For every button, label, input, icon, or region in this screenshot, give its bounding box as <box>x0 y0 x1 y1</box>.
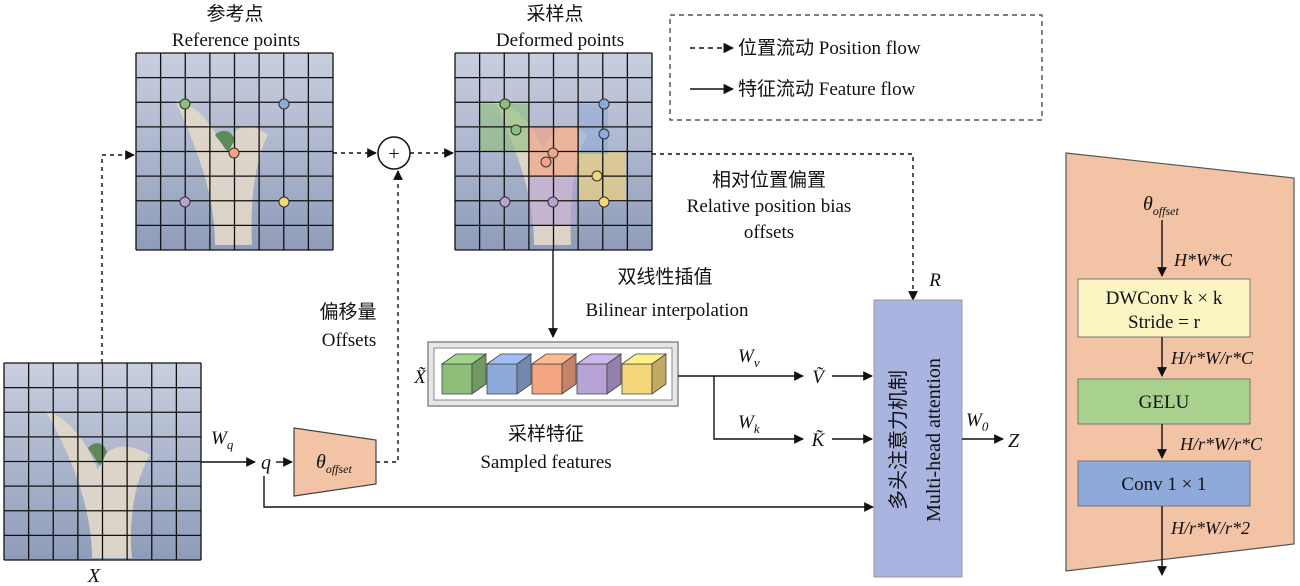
x-to-reference-arrow <box>101 150 135 363</box>
ref-point-green <box>179 98 191 110</box>
dim-2: H/r*W/r*C <box>1170 348 1254 368</box>
deformed-title-en: Deformed points <box>496 30 624 51</box>
legend-box <box>669 14 1043 121</box>
feature-cube-blue-front <box>486 363 518 395</box>
gelu-label: GELU <box>1139 392 1190 413</box>
ktilde-label: K̃ <box>811 430 826 451</box>
wk-label: Wk <box>738 412 760 436</box>
legend-feature-flow: 特征流动 Feature flow <box>738 78 916 100</box>
conv-block <box>1077 460 1251 507</box>
feature-cube-purple-front <box>576 363 608 395</box>
z-label: Z <box>1008 430 1020 452</box>
offset-theta-label: θoffset <box>316 451 352 476</box>
attention-block <box>873 299 963 578</box>
detail-theta-label: θoffset <box>1143 193 1179 218</box>
feature-cube-green-front <box>441 363 473 395</box>
sampled-feature-cubes <box>440 353 668 395</box>
input-x-label: X <box>87 565 101 586</box>
feature-cube-orange-side <box>561 353 577 395</box>
def-point-purple <box>547 196 559 208</box>
bilinear-cn: 双线性插值 <box>617 266 712 288</box>
def-point-blue-ref <box>598 98 610 110</box>
reference-title-cn: 参考点 <box>206 3 263 25</box>
wk-arrow <box>713 376 804 444</box>
deformed-title-cn: 采样点 <box>526 3 583 25</box>
q-to-attention-arrow <box>263 476 874 512</box>
w0-label: W0 <box>966 410 989 434</box>
def-point-orange-ref <box>547 147 559 159</box>
rel-bias-en2: offsets <box>744 222 794 243</box>
xtilde-label: X̃ <box>413 367 427 388</box>
gelu-block <box>1077 378 1251 425</box>
ref-point-orange <box>228 147 240 159</box>
def-point-yellow-ref <box>598 196 610 208</box>
def-point-blue <box>598 128 610 140</box>
offsets-en: Offsets <box>322 330 377 351</box>
dim-4: H/r*W/r*2 <box>1170 518 1250 538</box>
dim-3: H/r*W/r*C <box>1179 434 1263 454</box>
bilinear-en: Bilinear interpolation <box>585 300 749 321</box>
dwconv-block <box>1077 278 1251 338</box>
sampled-en: Sampled features <box>480 452 611 473</box>
ref-point-purple <box>179 196 191 208</box>
vtilde-label: Ṽ <box>812 367 826 388</box>
def-point-green <box>510 124 522 136</box>
sampled-cn: 采样特征 <box>508 423 584 445</box>
legend-position-flow: 位置流动 Position flow <box>738 37 921 59</box>
wv-label: Wv <box>738 346 760 370</box>
sample-region-green <box>480 104 530 152</box>
ref-point-blue <box>278 98 290 110</box>
wq-label: Wq <box>211 428 234 452</box>
offsets-cn: 偏移量 <box>319 301 376 323</box>
rel-bias-cn: 相对位置偏置 <box>712 169 826 191</box>
feature-cube-green-side <box>471 353 487 395</box>
def-point-purple-ref <box>499 196 511 208</box>
dim-1: H*W*C <box>1173 250 1233 270</box>
feature-cube-purple-side <box>606 353 622 395</box>
reference-image <box>135 52 334 251</box>
offset-to-add-arrow <box>376 170 403 463</box>
attention-cn: 多头注意力机制 <box>887 370 910 510</box>
def-point-green-ref <box>499 98 511 110</box>
conv-label: Conv 1 × 1 <box>1121 474 1206 495</box>
add-symbol: + <box>388 143 399 165</box>
def-point-orange <box>540 156 552 168</box>
feature-cube-yellow-front <box>621 363 653 395</box>
offset-network-block <box>293 427 377 497</box>
def-point-yellow <box>591 170 603 182</box>
dwconv-line1: DWConv k × k <box>1106 288 1223 309</box>
feature-cube-yellow-side <box>651 353 667 395</box>
feature-cube-blue-side <box>516 353 532 395</box>
input-grid <box>3 362 202 561</box>
rel-bias-en1: Relative position bias <box>687 196 852 217</box>
input-image <box>3 362 202 561</box>
q-label: q <box>261 452 271 474</box>
r-label: R <box>928 270 941 291</box>
deformed-image <box>454 52 653 251</box>
feature-cube-orange-front <box>531 363 563 395</box>
attention-en: Multi-head attention <box>923 358 945 522</box>
ref-point-yellow <box>278 196 290 208</box>
reference-title-en: Reference points <box>172 30 300 51</box>
dwconv-line2: Stride = r <box>1128 312 1201 333</box>
